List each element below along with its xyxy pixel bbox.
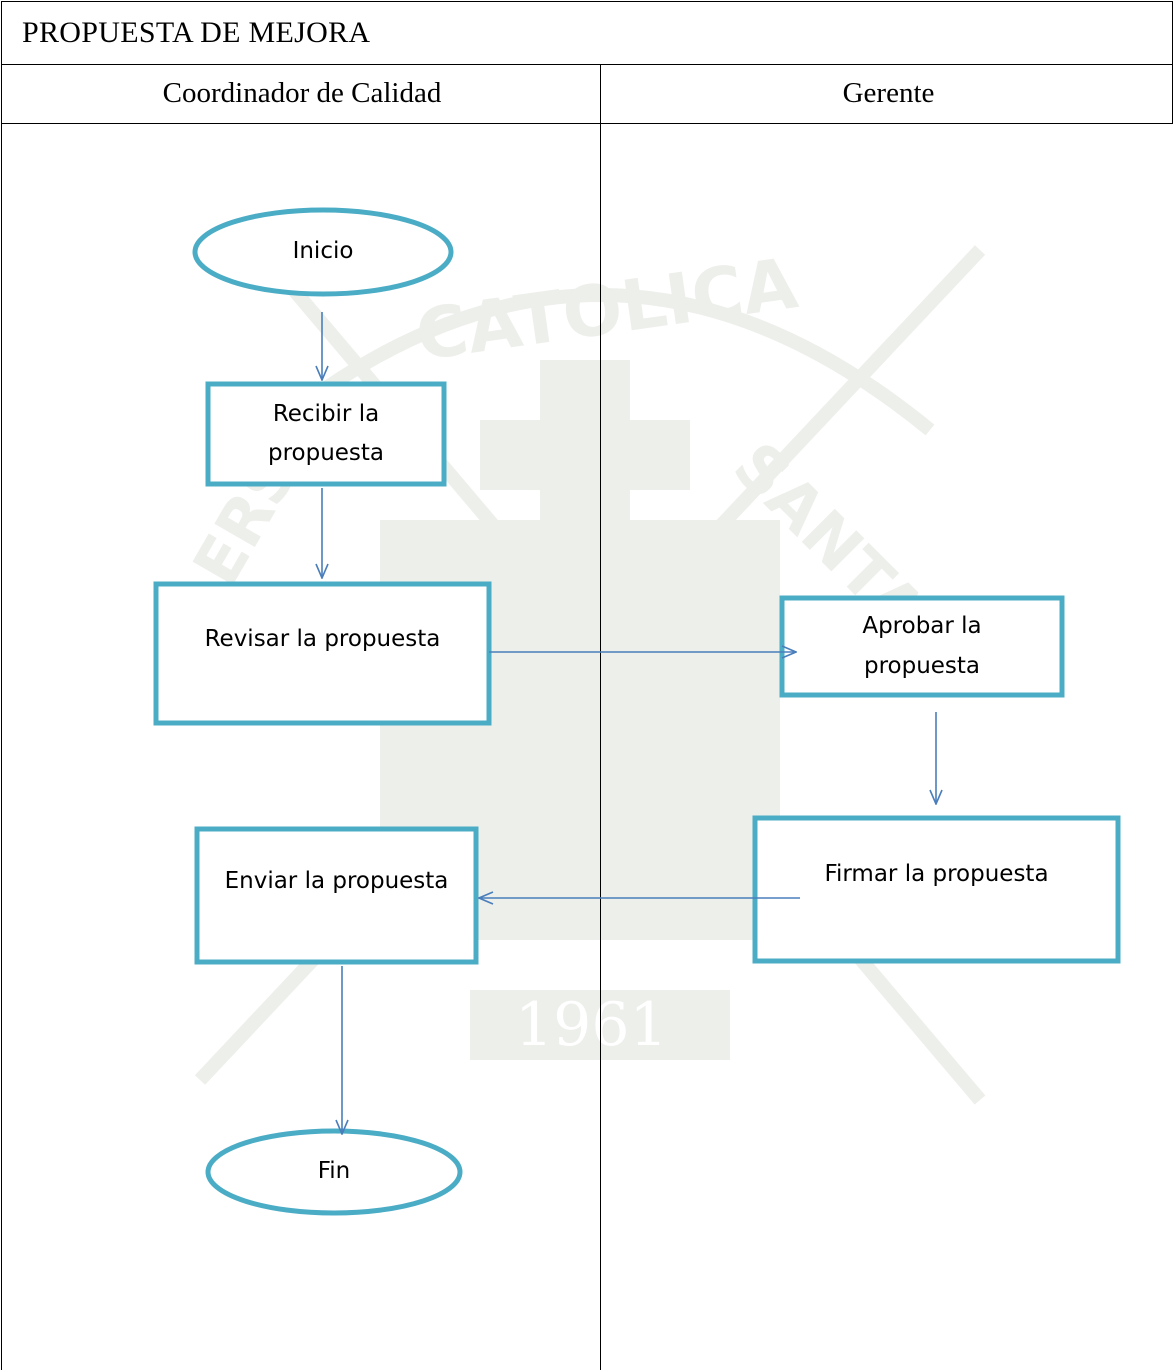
node-firmar-label: Firmar la propuesta [824,861,1049,888]
node-revisar-label: Revisar la propuesta [204,626,441,653]
node-revisar-shape [153,581,492,726]
lane-header-coordinador: Coordinador de Calidad [162,76,442,109]
lane-header-gerente: Gerente [842,76,935,109]
node-enviar-label: Enviar la propuesta [224,868,449,895]
lane-header-row: Coordinador de Calidad Gerente [1,64,1173,124]
node-end-label: Fin [317,1158,351,1185]
node-start-label: Inicio [292,238,354,265]
node-start-shape [192,207,454,297]
diagram-title: PROPUESTA DE MEJORA [22,16,371,49]
node-firmar-shape [752,815,1121,964]
node-aprobar-shape [779,595,1065,698]
lane-divider [600,64,601,1370]
crest-cross-v [540,360,630,660]
node-end-shape [205,1128,463,1216]
node-enviar-shape [194,826,479,965]
node-recibir-label: Recibir la propuesta [267,400,385,466]
title-row: PROPUESTA DE MEJORA [1,1,1173,65]
crest-cross-h [480,420,690,490]
node-aprobar-label: Aprobar la propuesta [862,613,982,679]
crest-year-text: 1961 [515,990,668,1060]
lane-left-border [1,64,2,1370]
node-recibir-shape [205,381,447,487]
